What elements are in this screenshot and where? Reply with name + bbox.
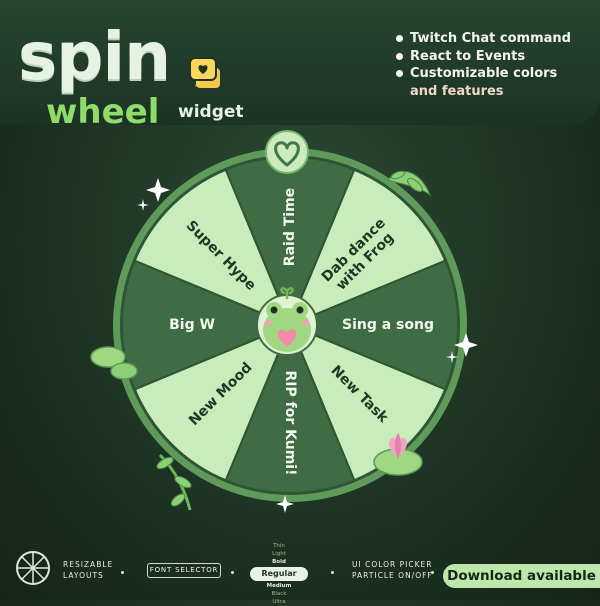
wheel-segment-label: Big W	[169, 317, 215, 333]
sparkle-icon	[137, 178, 478, 513]
lotus-flower-icon	[373, 433, 423, 476]
frog-mascot-icon	[256, 287, 318, 356]
chat-heart-icon	[189, 57, 220, 88]
particle-toggle-line: PARTICLE ON/OFF	[352, 571, 433, 580]
feature-list: Twitch Chat command React to Events Cust…	[396, 30, 571, 100]
leaf-vine-icon	[156, 170, 432, 511]
wheel-segment	[287, 259, 459, 391]
wheel-segment-label: Sing a song	[342, 317, 434, 333]
separator-dot	[331, 571, 334, 574]
font-weight-option[interactable]: Light	[272, 551, 286, 557]
font-weight-option[interactable]: Black	[271, 591, 287, 597]
font-weight-picker[interactable]: Thin Light Bold Regular Medium Black Ult…	[249, 542, 309, 606]
resizable-layouts-text: RESIZABLE LAYOUTS	[63, 559, 113, 581]
wheel-segment	[224, 322, 356, 494]
title-spin: spin	[18, 18, 171, 95]
separator-dot	[121, 571, 124, 574]
separator-dot	[431, 571, 434, 574]
title-wheel: wheel	[46, 92, 160, 132]
feature-item: Twitch Chat command	[396, 30, 571, 48]
wheel-segment	[288, 168, 447, 327]
wheel-segment	[133, 323, 292, 482]
lily-pad-icon	[90, 346, 138, 380]
header-band	[0, 0, 600, 125]
feature-item: React to Events	[396, 48, 571, 66]
feature-item-continuation: and features	[410, 83, 504, 99]
font-weight-option[interactable]: Bold	[272, 559, 286, 565]
ui-color-picker-line: UI COLOR PICKER	[352, 560, 433, 569]
wheel-segment-label: RIP for Kumi!	[282, 371, 298, 476]
separator-dot	[231, 571, 234, 574]
resizable-line: RESIZABLE	[63, 560, 114, 569]
font-weight-option[interactable]: Ultra	[272, 599, 286, 605]
layouts-line: LAYOUTS	[63, 571, 104, 580]
wheel-segments	[121, 156, 459, 494]
feature-item: Customizable colors	[396, 65, 571, 83]
wheel-segment	[133, 168, 292, 327]
wheel-logo-icon	[16, 551, 50, 585]
font-selector-button[interactable]: FONT SELECTOR	[147, 563, 221, 578]
ui-color-text: UI COLOR PICKER PARTICLE ON/OFF	[352, 559, 433, 581]
wheel-segment	[121, 259, 293, 391]
title-widget: widget	[178, 102, 244, 122]
font-weight-selected[interactable]: Regular	[250, 567, 308, 581]
download-button[interactable]: Download available	[443, 564, 600, 588]
wheel-segment-label: Raid Time	[282, 188, 298, 266]
font-weight-option[interactable]: Medium	[266, 583, 292, 589]
heart-icon	[265, 130, 309, 174]
font-weight-option[interactable]: Thin	[273, 543, 285, 549]
